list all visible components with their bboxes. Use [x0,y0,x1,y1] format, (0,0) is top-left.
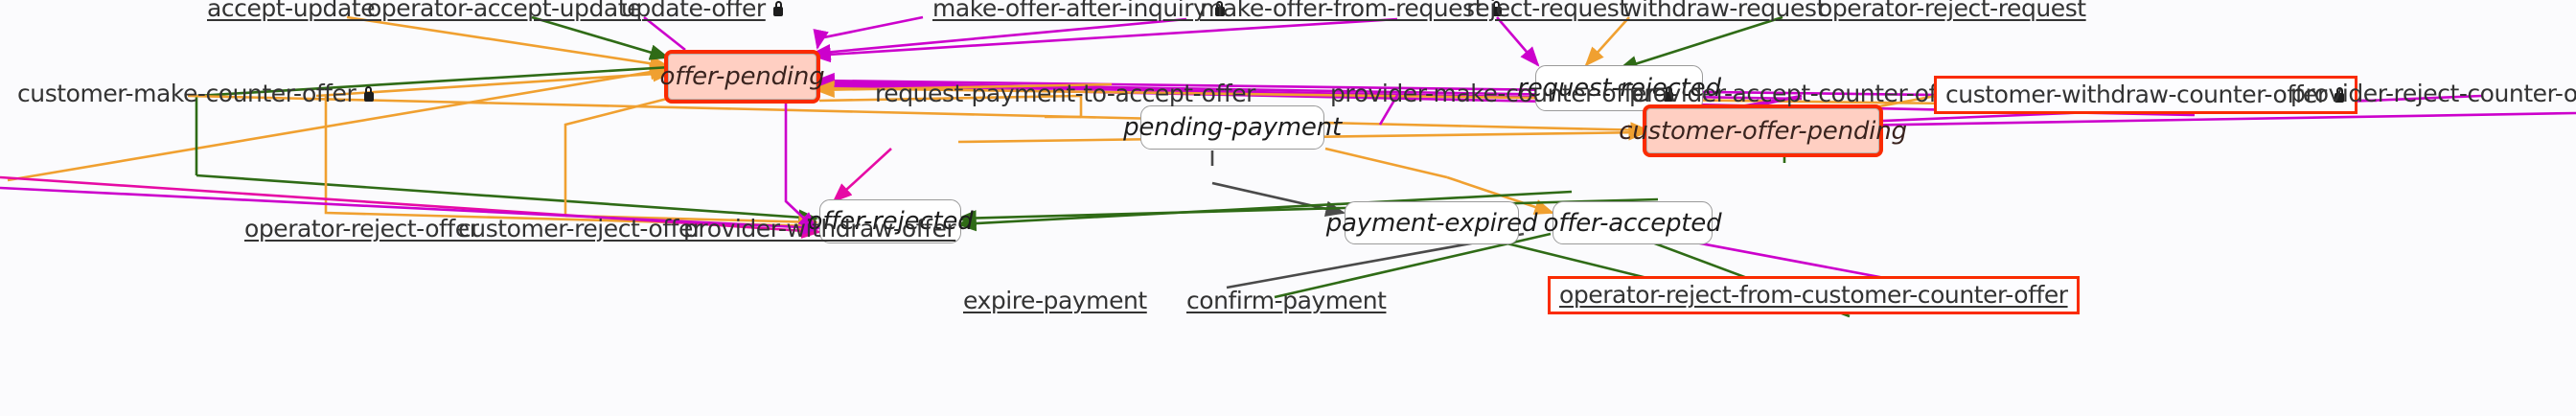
transition-text: operator-accept-update [367,0,642,22]
state-node-offer-accepted[interactable]: offer-accepted [1544,201,1722,244]
transition-text: reject-request [1466,0,1628,22]
state-label: offer-accepted [1543,208,1722,238]
transition-label-provider-accept-counter-offer[interactable]: provider-accept-counter-offer [1629,80,1969,107]
transition-text: customer-make-counter-offer [17,80,356,107]
transition-label-operator-reject-request[interactable]: operator-reject-request [1818,0,2086,22]
transition-text: customer-reject-offer [458,215,702,243]
transition-label-operator-reject-from-customer-counter-offer[interactable]: operator-reject-from-customer-counter-of… [1548,276,2080,314]
state-node-customer-offer-pending[interactable]: customer-offer-pending [1619,108,1907,153]
transition-text: request-payment-to-accept-offer [875,80,1255,107]
transition-label-update-offer[interactable]: update-offer [621,0,785,22]
transition-text: provider-make-counter-offer [1330,80,1656,107]
transition-label-make-offer-from-request[interactable]: make-offer-from-request [1200,0,1503,22]
transition-label-customer-reject-offer[interactable]: customer-reject-offer [458,215,702,243]
transition-label-provider-withdraw-offer[interactable]: provider-withdraw-offer [683,215,956,243]
transition-text: operator-reject-offer [244,215,479,243]
transition-label-operator-accept-update[interactable]: operator-accept-update [367,0,641,22]
transition-label-customer-make-counter-offer[interactable]: customer-make-counter-offer [17,80,375,107]
lock-icon [1663,85,1675,102]
state-label: customer-offer-pending [1619,116,1907,146]
state-node-payment-expired[interactable]: payment-expired [1326,201,1537,244]
transition-label-customer-withdraw-counter-offer[interactable]: customer-withdraw-counter-offer [1934,76,2358,114]
transition-text: provider-withdraw-offer [683,215,956,243]
lock-icon [1213,0,1226,16]
transition-text: operator-reject-from-customer-counter-of… [1559,281,2068,309]
transition-text: operator-reject-request [1818,0,2086,22]
state-node-offer-rejected[interactable]: offer-rejected [808,199,974,243]
state-label: request-rejected [1517,74,1721,103]
lock-icon [1490,0,1503,16]
state-node-request-rejected[interactable]: request-rejected [1517,65,1721,111]
transition-text: provider-reject-counter-offer [2290,80,2576,107]
state-node-pending-payment[interactable]: pending-payment [1123,105,1342,150]
transition-text: accept-update [207,0,376,22]
state-label: pending-payment [1123,113,1342,142]
transition-text: expire-payment [963,287,1147,314]
transition-label-confirm-payment[interactable]: confirm-payment [1186,287,1387,314]
transition-label-request-payment-to-accept-offer[interactable]: request-payment-to-accept-offer [875,80,1255,107]
transition-label-provider-make-counter-offer[interactable]: provider-make-counter-offer [1330,80,1675,107]
transition-label-withdraw-request[interactable]: withdraw-request [1622,0,1826,22]
transition-label-expire-payment[interactable]: expire-payment [963,287,1147,314]
transition-text: confirm-payment [1186,287,1387,314]
state-label: offer-rejected [807,207,974,236]
transition-label-operator-reject-offer[interactable]: operator-reject-offer [244,215,479,243]
state-label: offer-pending [659,62,825,91]
transition-text: make-offer-after-inquiry [932,0,1208,22]
lock-icon [362,85,375,102]
transition-text: make-offer-from-request [1200,0,1484,22]
transition-label-provider-reject-counter-offer[interactable]: provider-reject-counter-offer [2290,80,2576,107]
state-label: payment-expired [1325,208,1538,238]
transition-label-reject-request[interactable]: reject-request [1466,0,1628,22]
transition-text: provider-accept-counter-offer [1629,80,1969,107]
transition-label-accept-update[interactable]: accept-update [207,0,376,22]
state-node-offer-pending[interactable]: offer-pending [660,54,825,100]
transition-text: update-offer [621,0,766,22]
transition-label-make-offer-after-inquiry[interactable]: make-offer-after-inquiry [932,0,1226,22]
transition-text: customer-withdraw-counter-offer [1945,81,2327,108]
lock-icon [2334,86,2346,103]
lock-icon [772,0,785,16]
transition-text: withdraw-request [1622,0,1826,22]
